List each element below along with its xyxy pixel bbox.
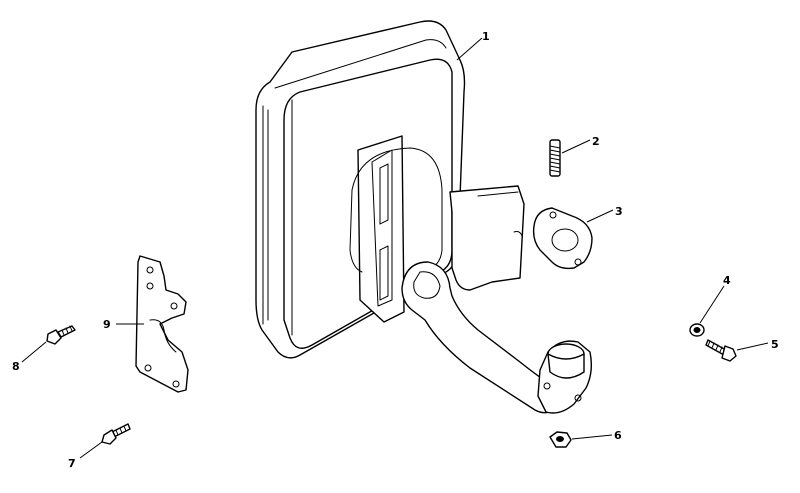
callout-7: 7	[68, 457, 76, 470]
part-washer	[689, 323, 705, 337]
leader-lines	[21, 37, 769, 459]
leader-7	[79, 441, 103, 459]
part-stud	[549, 139, 561, 177]
callout-labels: 1 2 3 4 5 6 7 8 9	[12, 30, 779, 470]
callout-4: 4	[723, 274, 731, 287]
leader-1	[456, 37, 483, 61]
callout-6: 6	[614, 429, 622, 442]
callout-8: 8	[12, 360, 20, 373]
part-screw-5	[705, 339, 737, 362]
leader-5	[736, 342, 769, 351]
part-nut	[549, 431, 572, 448]
callout-1: 1	[482, 30, 490, 43]
leader-8	[21, 341, 47, 363]
part-screw-8	[46, 325, 76, 345]
part-screw-7	[101, 423, 131, 445]
leader-4	[699, 285, 725, 324]
part-muffler	[255, 20, 593, 414]
leader-3	[586, 209, 614, 223]
leader-6	[571, 434, 613, 440]
leader-2	[561, 139, 591, 154]
callout-3: 3	[615, 205, 623, 218]
callout-9: 9	[103, 318, 111, 331]
callout-5: 5	[771, 338, 779, 351]
part-gasket	[532, 207, 593, 270]
callout-2: 2	[592, 135, 600, 148]
part-bracket	[135, 255, 189, 393]
